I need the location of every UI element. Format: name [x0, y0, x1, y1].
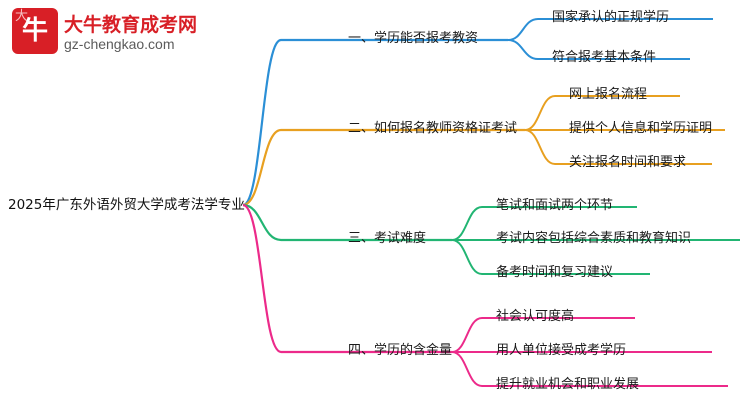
- leaf-label-2-2: 提供个人信息和学历证明: [569, 121, 713, 136]
- logo-badge-small-char: 大: [15, 9, 29, 24]
- leaf-label-4-1: 社会认可度高: [496, 309, 575, 324]
- mindmap-root-label: 2025年广东外语外贸大学成考法学专业: [8, 197, 245, 213]
- leaf-label-1-2: 符合报考基本条件: [552, 50, 657, 65]
- leaf-label-4-2: 用人单位接受成考学历: [496, 343, 627, 358]
- logo-badge-big-char: 牛: [22, 16, 49, 46]
- branch-label-4: 四、学历的含金量: [348, 343, 453, 358]
- leaf-label-2-3: 关注报名时间和要求: [569, 155, 687, 170]
- branch-label-1: 一、学历能否报考教资: [348, 31, 479, 46]
- branch-4-connectors: [242, 203, 728, 387]
- logo-title: 大牛教育成考网: [64, 14, 198, 36]
- leaf-label-3-1: 笔试和面试两个环节: [496, 198, 614, 213]
- leaf-label-2-1: 网上报名流程: [569, 87, 648, 102]
- site-logo[interactable]: 大 牛 大牛教育成考网 gz-chengkao.com: [12, 8, 197, 56]
- branch-label-2: 二、如何报名教师资格证考试: [348, 121, 518, 136]
- branch-1-connectors: [242, 18, 713, 207]
- logo-subtitle: gz-chengkao.com: [64, 36, 175, 52]
- branch-label-3: 三、考试难度: [348, 231, 427, 246]
- branch-2-connectors: [242, 95, 725, 207]
- branch-3-connectors: [242, 203, 740, 275]
- leaf-label-1-1: 国家承认的正规学历: [552, 10, 670, 25]
- logo-badge-inner: 大 牛: [12, 8, 58, 54]
- leaf-label-3-3: 备考时间和复习建议: [496, 265, 614, 280]
- leaf-label-3-2: 考试内容包括综合素质和教育知识: [496, 231, 692, 246]
- leaf-label-4-3: 提升就业机会和职业发展: [496, 377, 640, 392]
- logo-badge-icon: 大 牛: [12, 8, 58, 54]
